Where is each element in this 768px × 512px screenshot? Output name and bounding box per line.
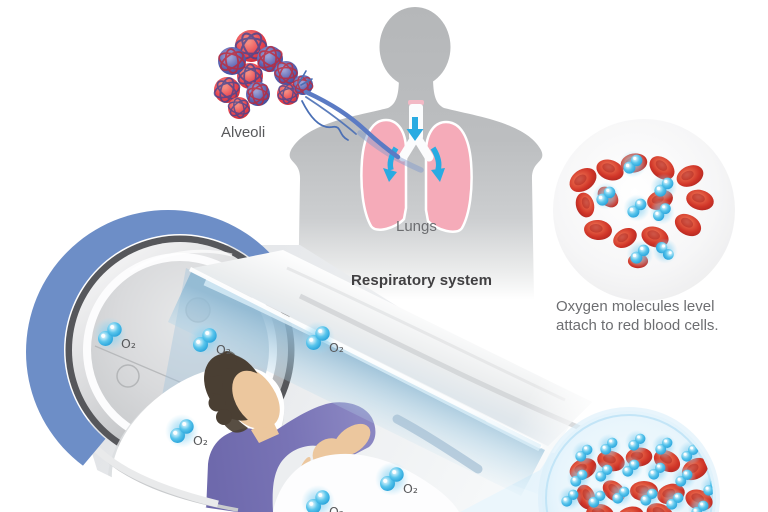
alveoli-cluster: [209, 29, 316, 123]
respiratory-system-scene: [209, 7, 543, 300]
red-blood-cell-circle: [553, 119, 735, 301]
patient-face-front: [232, 370, 280, 428]
o2-label: O₂: [329, 504, 344, 512]
o2-label: O₂: [121, 336, 136, 351]
alveoli-label: Alveoli: [221, 124, 266, 141]
blood-vessel: [298, 70, 401, 160]
o2-label: O₂: [216, 342, 231, 357]
trachea-down-arrow: [406, 117, 424, 141]
torso-silhouette: [289, 7, 543, 300]
respiratory-system-caption: Respiratory system: [351, 272, 493, 289]
canopy-edge-highlight: [188, 266, 554, 455]
hyperbaric-chamber: [26, 210, 592, 512]
circle-caption-line2: attach to red blood cells.: [556, 317, 719, 334]
airflow-arrows: [383, 117, 445, 182]
o2-label: O₂: [403, 481, 418, 496]
circle-caption-line1: Oxygen molecules level: [556, 298, 715, 315]
cap-port-hole: [116, 364, 140, 388]
o2-label: O₂: [329, 340, 344, 355]
o2-label: O₂: [193, 433, 208, 448]
oxygenated-blood-circle: [538, 407, 720, 512]
right-lung: [424, 120, 473, 233]
patient-figure: [204, 351, 376, 512]
lungs-label: Lungs: [396, 218, 437, 235]
patient-shirt: [206, 402, 376, 512]
